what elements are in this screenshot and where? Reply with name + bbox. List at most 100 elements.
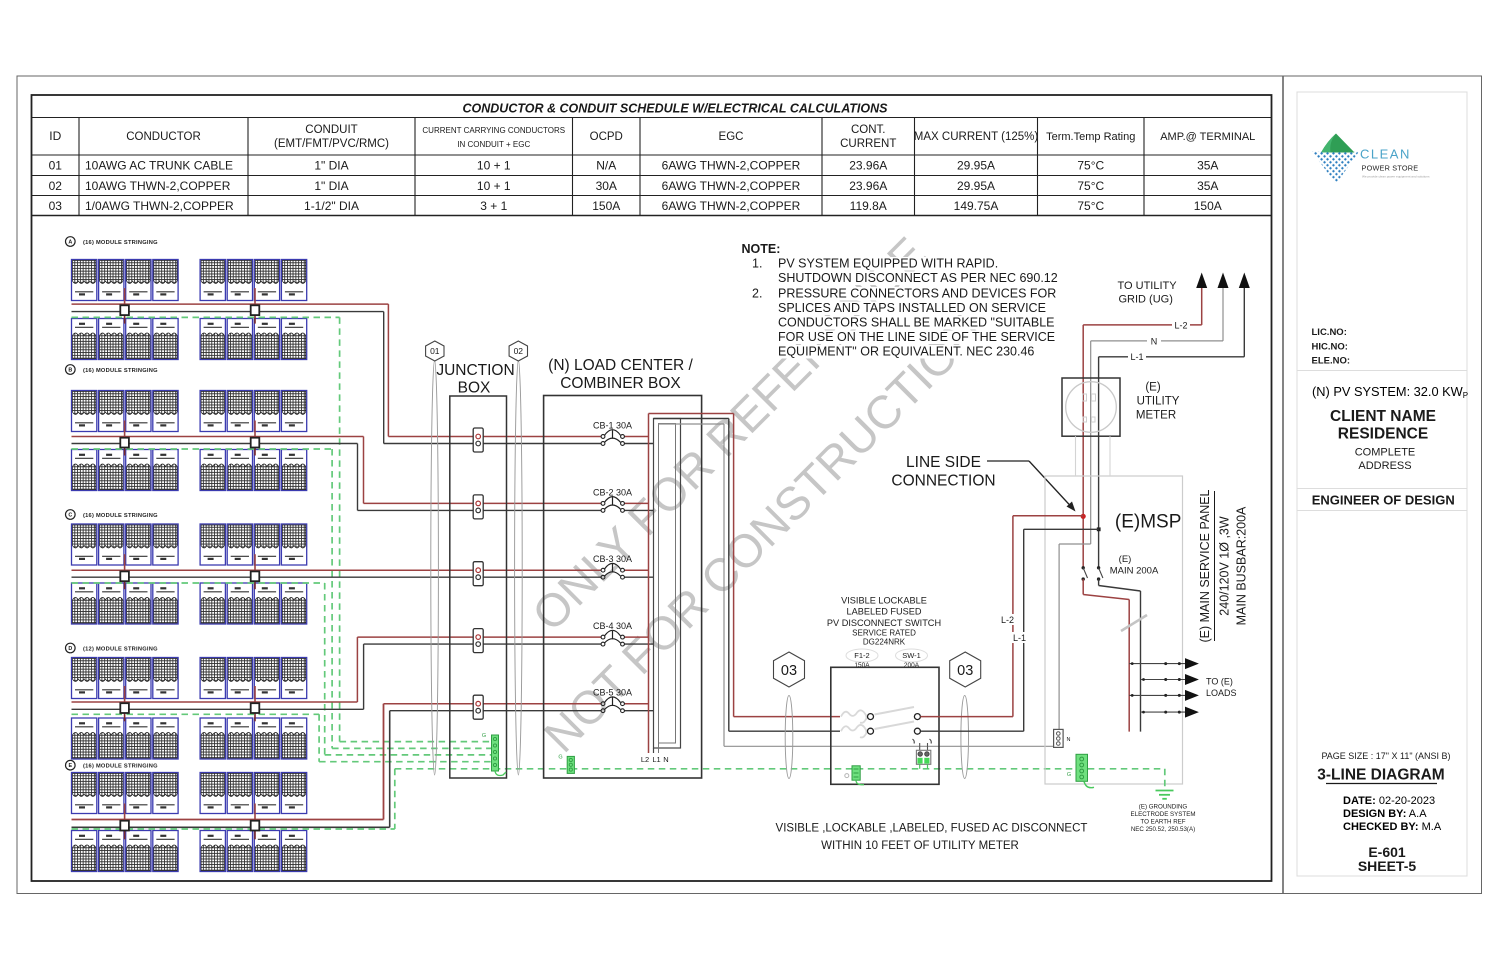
svg-text:ENGINEER OF DESIGN: ENGINEER OF DESIGN [1312,493,1455,508]
svg-text:LINE SIDE: LINE SIDE [906,454,981,471]
svg-text:(EMT/FMT/PVC/RMC): (EMT/FMT/PVC/RMC) [274,138,389,150]
svg-text:VISIBLE LOCKABLE: VISIBLE LOCKABLE [841,596,927,606]
svg-text:JUNCTION: JUNCTION [436,362,514,379]
svg-text:DATE: 02-20-2023: DATE: 02-20-2023 [1343,795,1435,807]
svg-text:G: G [482,733,486,739]
svg-text:10 + 1: 10 + 1 [477,159,511,173]
svg-text:1.: 1. [752,257,762,271]
svg-text:AMP.@ TERMINAL: AMP.@ TERMINAL [1160,131,1255,143]
svg-text:F1-2: F1-2 [854,651,869,660]
svg-text:EQUIPMENT" OR EQUIVALENT. NEC: EQUIPMENT" OR EQUIVALENT. NEC 230.46 [778,345,1034,359]
svg-text:CB-1 30A: CB-1 30A [593,421,632,431]
svg-text:TO (E): TO (E) [1206,677,1233,687]
svg-text:03: 03 [957,663,973,679]
svg-text:L2: L2 [641,755,649,764]
svg-text:(N) PV SYSTEM: 32.0 KWP: (N) PV SYSTEM: 32.0 KWP [1312,384,1468,400]
svg-text:29.95A: 29.95A [957,179,995,193]
svg-text:ADDRESS: ADDRESS [1358,460,1411,472]
svg-text:WITHIN 10 FEET OF UTILITY METE: WITHIN 10 FEET OF UTILITY METER [821,840,1019,852]
svg-text:(E) GROUNDING: (E) GROUNDING [1139,804,1188,811]
svg-text:35A: 35A [1197,179,1218,193]
svg-text:01: 01 [49,159,63,173]
svg-text:CURRENT CARRYING CONDUCTORS: CURRENT CARRYING CONDUCTORS [422,126,565,135]
svg-text:02: 02 [49,179,63,193]
svg-text:(N) LOAD CENTER /: (N) LOAD CENTER / [548,357,693,374]
svg-text:CB-5 30A: CB-5 30A [593,688,632,698]
svg-text:03: 03 [49,199,63,213]
svg-text:PV SYSTEM EQUIPPED WITH RAPID.: PV SYSTEM EQUIPPED WITH RAPID. [778,257,998,271]
svg-text:3-LINE DIAGRAM: 3-LINE DIAGRAM [1317,767,1444,784]
svg-text:L-1: L-1 [1013,633,1026,643]
svg-text:UTILITY: UTILITY [1137,396,1180,408]
svg-text:N/A: N/A [596,159,616,173]
svg-text:DESIGN BY: A.A: DESIGN BY: A.A [1343,808,1427,820]
svg-text:HIC.NO:: HIC.NO: [1312,342,1348,353]
svg-text:03: 03 [781,663,797,679]
svg-text:NEC 250.52, 250.53(A): NEC 250.52, 250.53(A) [1131,826,1195,833]
svg-text:119.8A: 119.8A [850,199,887,213]
svg-text:CONDUCTORS SHALL BE MARKED "SU: CONDUCTORS SHALL BE MARKED "SUITABLE [778,316,1055,330]
svg-text:02: 02 [514,346,524,356]
svg-text:GRID (UG): GRID (UG) [1119,294,1173,306]
svg-text:(16) MODULE STRINGING: (16) MODULE STRINGING [83,368,158,374]
svg-text:L-1: L-1 [1130,352,1143,362]
svg-text:1-1/2" DIA: 1-1/2" DIA [304,199,359,213]
svg-text:BOX: BOX [458,380,491,397]
svg-text:(E): (E) [1145,382,1161,394]
svg-text:ELECTRODE SYSTEM: ELECTRODE SYSTEM [1131,811,1196,818]
svg-text:CONDUCTOR & CONDUIT SCHEDULE W: CONDUCTOR & CONDUIT SCHEDULE W/ELECTRICA… [463,102,889,116]
svg-text:EGC: EGC [719,131,744,143]
svg-text:6AWG THWN-2,COPPER: 6AWG THWN-2,COPPER [662,199,801,213]
svg-text:29.95A: 29.95A [957,159,995,173]
svg-text:L-2: L-2 [1174,320,1187,330]
svg-text:B: B [68,368,72,374]
svg-text:TO UTILITY: TO UTILITY [1118,280,1178,292]
svg-text:LABELED FUSED: LABELED FUSED [846,607,921,617]
svg-text:CB-2 30A: CB-2 30A [593,487,632,497]
svg-text:IN CONDUIT + EGC: IN CONDUIT + EGC [457,140,530,149]
svg-text:NOTE:: NOTE: [742,242,781,256]
svg-text:(16) MODULE STRINGING: (16) MODULE STRINGING [83,764,158,770]
svg-text:1/0AWG THWN-2,COPPER: 1/0AWG THWN-2,COPPER [85,199,234,213]
svg-text:RESIDENCE: RESIDENCE [1338,426,1428,443]
svg-text:LIC.NO:: LIC.NO: [1312,327,1347,338]
svg-text:L-2: L-2 [1001,615,1014,625]
svg-text:CHECKED BY: M.A: CHECKED BY: M.A [1343,821,1442,833]
svg-text:L1: L1 [652,755,660,764]
svg-text:200A: 200A [904,662,920,669]
svg-text:75°C: 75°C [1077,199,1104,213]
svg-text:CONDUCTOR: CONDUCTOR [126,131,201,143]
svg-text:2.: 2. [752,287,762,301]
svg-text:150A: 150A [854,662,870,669]
svg-text:PV DISCONNECT SWITCH: PV DISCONNECT SWITCH [827,618,941,628]
svg-text:We provide clean power equipme: We provide clean power equipment and sol… [1362,175,1430,179]
svg-text:Term.Temp Rating: Term.Temp Rating [1046,131,1135,143]
svg-text:G: G [1067,772,1071,778]
svg-text:POWER STORE: POWER STORE [1362,164,1419,173]
svg-text:CONNECTION: CONNECTION [891,473,995,490]
svg-text:PRESSURE CONNECTORS AND DEVICE: PRESSURE CONNECTORS AND DEVICES FOR [778,287,1056,301]
svg-text:D: D [68,646,72,652]
svg-text:(E) MAIN SERVICE PANEL: (E) MAIN SERVICE PANEL [1198,489,1212,642]
svg-text:(12) MODULE STRINGING: (12) MODULE STRINGING [83,646,158,652]
svg-text:E-601: E-601 [1368,844,1406,860]
svg-text:CLIENT NAME: CLIENT NAME [1330,408,1436,425]
svg-text:COMPLETE: COMPLETE [1355,447,1416,459]
svg-text:SHUTDOWN DISCONNECT AS PER NEC: SHUTDOWN DISCONNECT AS PER NEC 690.12 [778,271,1058,285]
svg-text:SW-1: SW-1 [902,651,921,660]
svg-text:LOADS: LOADS [1206,688,1237,698]
svg-text:150A: 150A [1194,199,1222,213]
svg-text:75°C: 75°C [1077,179,1104,193]
svg-text:N: N [663,755,668,764]
svg-text:6AWG THWN-2,COPPER: 6AWG THWN-2,COPPER [662,179,801,193]
svg-text:23.96A: 23.96A [849,159,887,173]
svg-text:CONT.: CONT. [851,124,886,136]
svg-text:(E): (E) [1119,554,1132,565]
svg-text:PAGE SIZE : 17" X 11" (ANSI B): PAGE SIZE : 17" X 11" (ANSI B) [1321,751,1450,761]
svg-text:MAX CURRENT (125%): MAX CURRENT (125%) [914,131,1039,143]
svg-text:10AWG AC TRUNK CABLE: 10AWG AC TRUNK CABLE [85,159,233,173]
svg-text:75°C: 75°C [1077,159,1104,173]
svg-text:MAIN BUSBAR:200A: MAIN BUSBAR:200A [1235,506,1249,625]
svg-text:DG224NRK: DG224NRK [863,638,906,647]
svg-text:N: N [1067,737,1071,743]
